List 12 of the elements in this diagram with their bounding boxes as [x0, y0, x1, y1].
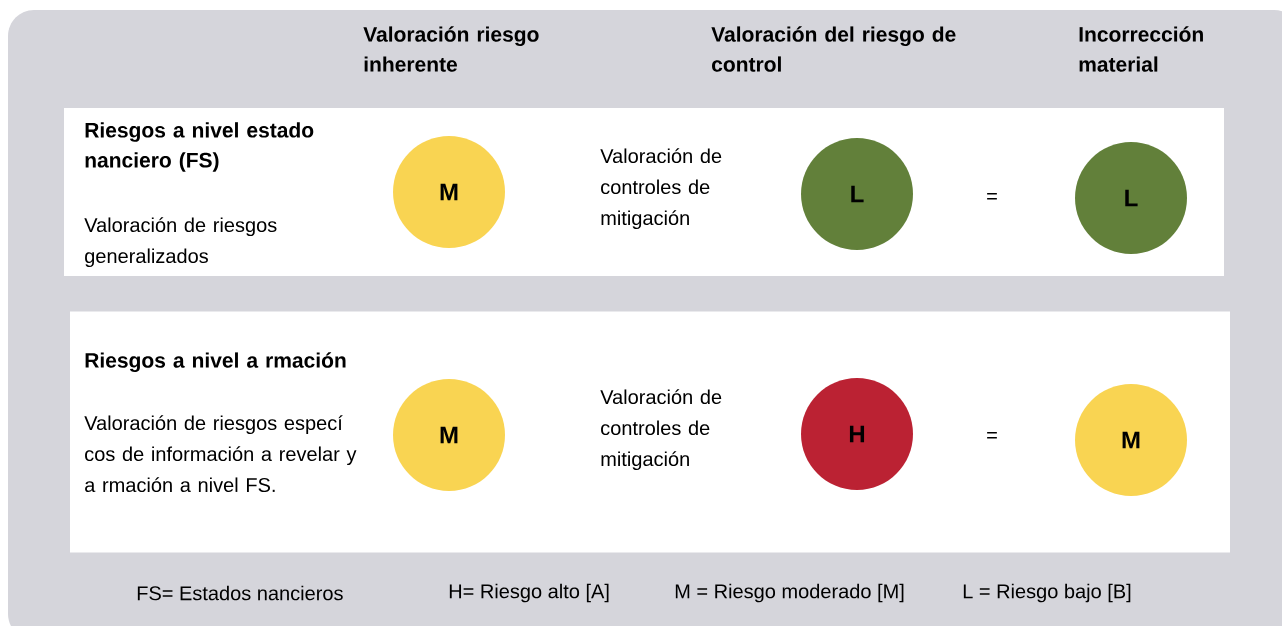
row-heading: Riesgos a nivel a rmación: [85, 352, 346, 373]
row-text: Valoración de controles de mitigación: [600, 148, 722, 230]
legend-text: H= Riesgo alto [A]: [449, 583, 609, 603]
equals-sign: =: [987, 193, 997, 200]
legend-text: L = Riesgo bajo [B]: [963, 583, 1131, 603]
row-text: Valoración de controles de mitigación: [600, 389, 722, 471]
equals-sign: =: [987, 432, 997, 439]
legend-text: M = Riesgo moderado [M]: [675, 583, 904, 603]
legend-text: FS= Estados nancieros: [137, 585, 343, 601]
row-text: Valoración de riesgos generalizados: [84, 217, 277, 268]
row-text: Valoración de riesgos especí cos de información a revelar y a rmación a nivel FS.: [84, 415, 357, 493]
row-heading: Riesgos a nivel estado nanciero (FS): [85, 122, 314, 172]
